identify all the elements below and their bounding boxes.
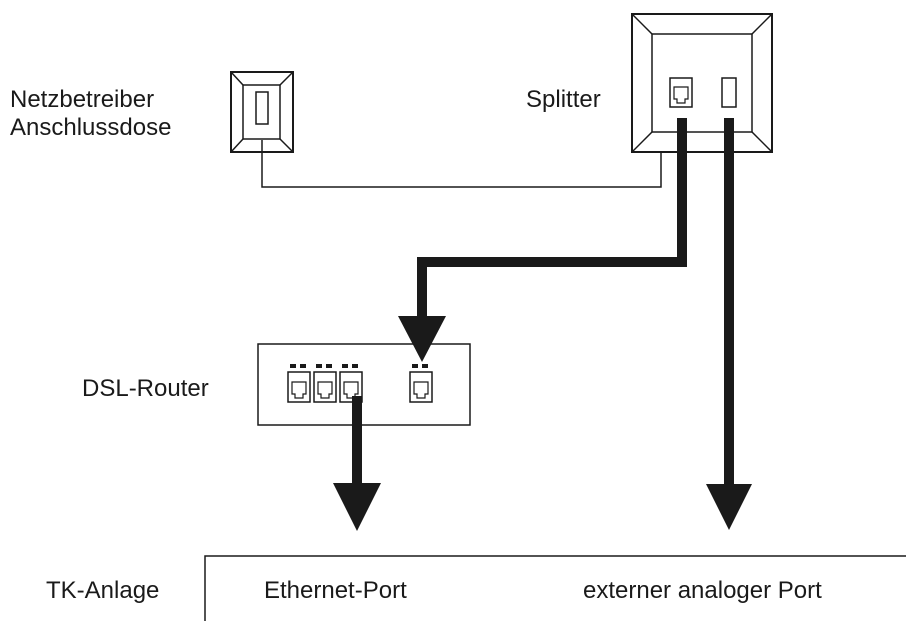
ethernet-cable-arrowhead (333, 483, 381, 531)
dsl-cable (417, 118, 687, 318)
router-dsl-port (409, 371, 433, 403)
tk-anlage-label: TK-Anlage (46, 577, 160, 604)
phone-line-cable (261, 140, 662, 188)
wall-socket-label: Netzbetreiber Anschlussdose (10, 86, 171, 142)
splitter-box (631, 13, 773, 153)
splitter-tae-port (721, 77, 737, 108)
ethernet-port-label: Ethernet-Port (264, 577, 407, 604)
dsl-router-box (257, 343, 471, 426)
router-leds (290, 364, 428, 368)
splitter-label: Splitter (526, 86, 601, 113)
wall-socket-label-line1: Netzbetreiber (10, 86, 155, 113)
router-lan-port-1 (287, 371, 311, 403)
tk-anlage-frame (204, 555, 906, 621)
router-lan-port-2 (313, 371, 337, 403)
wall-socket-port (255, 91, 269, 125)
splitter-rj-port (669, 77, 693, 108)
analog-cable-arrowhead (706, 484, 752, 530)
wall-socket-label-line2: Anschlussdose (10, 114, 172, 141)
dsl-cable-arrowhead (398, 316, 446, 362)
dsl-router-label: DSL-Router (82, 375, 209, 402)
analog-port-label: externer analoger Port (583, 577, 822, 604)
